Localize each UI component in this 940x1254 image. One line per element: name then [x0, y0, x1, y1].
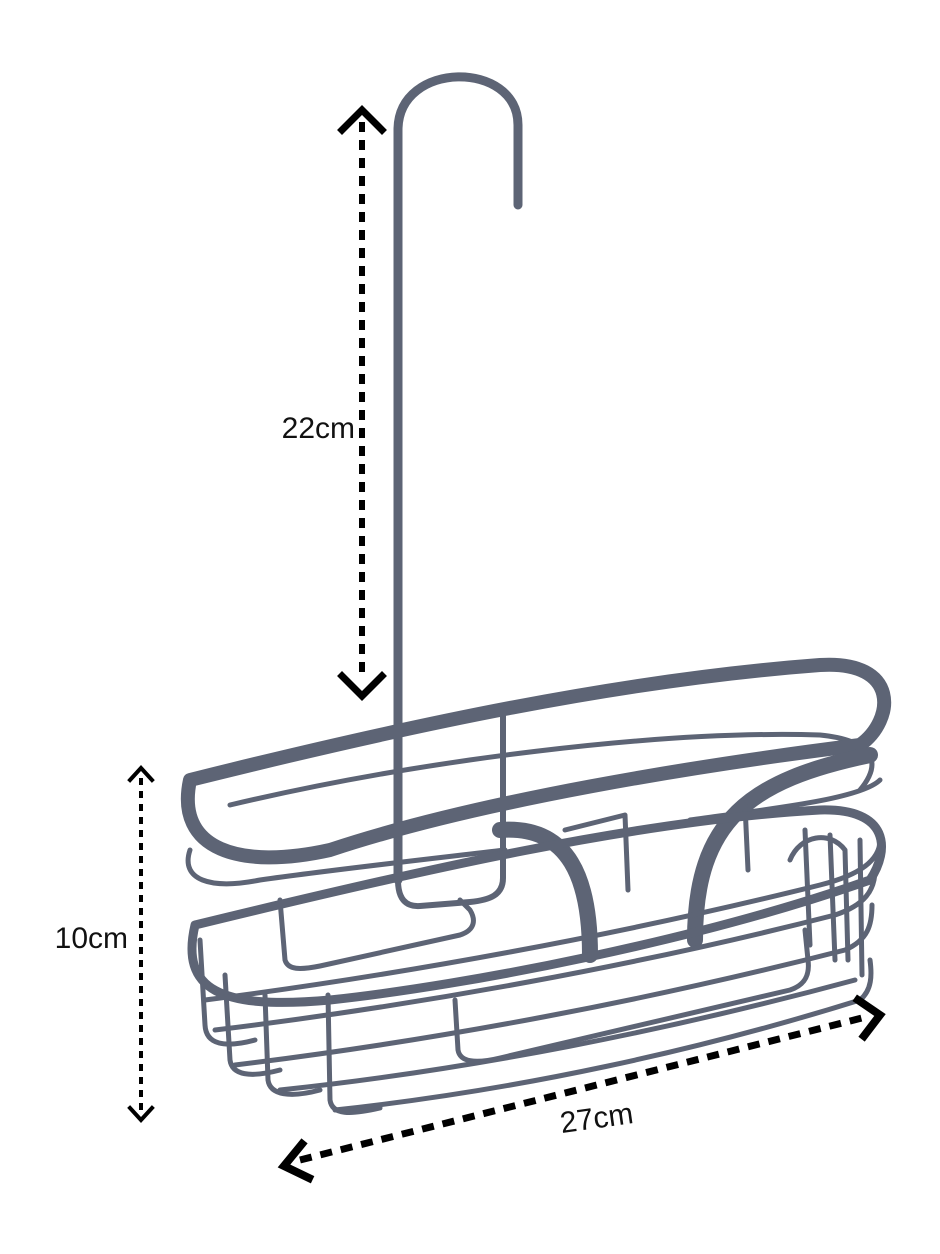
hook-back-leg	[395, 712, 506, 910]
dimension-line-basket-width	[299, 1014, 863, 1164]
basket-front-wire-1	[202, 837, 883, 1003]
basket-right-wire-2	[827, 832, 838, 963]
inner-left-compartment	[277, 897, 476, 971]
basket-left-wire-3	[262, 992, 323, 1097]
basket-mid-wire	[185, 847, 508, 887]
basket-left-wire-1	[197, 937, 258, 1047]
arrow-left-icon	[277, 1138, 315, 1184]
basket-top-rim	[181, 657, 892, 865]
basket-lower-rim	[187, 805, 886, 1007]
basket-right-wire-3	[857, 837, 865, 978]
dimension-label-basket-width: 27cm	[558, 1097, 635, 1140]
inner-front-compartment-right	[787, 835, 851, 963]
inner-front-compartment	[452, 927, 811, 1064]
dimension-label-hook: 22cm	[282, 412, 355, 445]
dimension-basket-width: 27cm	[277, 994, 886, 1184]
right-support-arm	[687, 747, 878, 948]
basket-right-wire-1	[802, 827, 813, 948]
arrow-down-icon	[337, 671, 387, 701]
dimension-basket-height: 10cm	[55, 765, 155, 1123]
arrow-right-icon	[852, 994, 886, 1042]
basket-left-wire-2	[222, 972, 283, 1077]
dimension-hook-height: 22cm	[282, 105, 387, 701]
shower-caddy-illustration	[181, 72, 892, 1115]
basket-bottom-wire	[332, 957, 874, 1113]
left-support-arm	[492, 821, 598, 963]
inner-partition	[562, 812, 631, 893]
arrow-up-icon	[127, 765, 155, 783]
basket-front-wire-4	[277, 977, 858, 1093]
arrow-down-icon	[127, 1105, 155, 1123]
dimension-label-basket-height: 10cm	[55, 922, 128, 955]
arrow-up-icon	[337, 105, 387, 135]
hook-rod	[393, 72, 523, 885]
